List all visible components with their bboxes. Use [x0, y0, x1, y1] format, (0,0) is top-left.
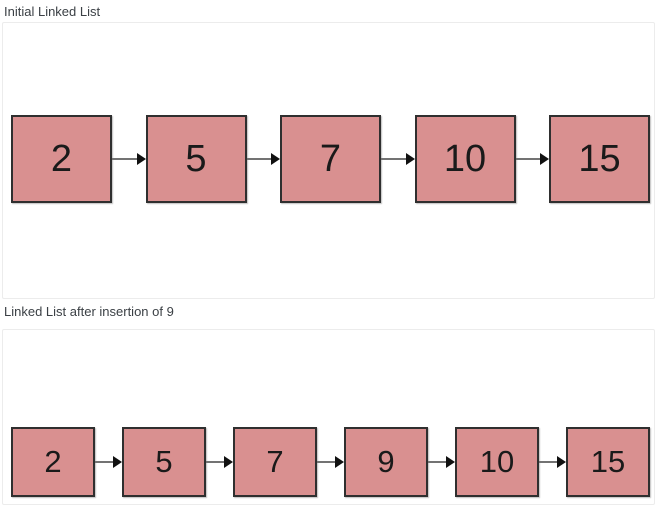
arrow-right-icon	[539, 456, 566, 468]
arrow-right-icon	[206, 456, 233, 468]
list-node: 5	[122, 427, 206, 497]
list-node: 2	[11, 115, 112, 203]
arrow-right-icon	[428, 456, 455, 468]
arrow-right-icon	[246, 153, 280, 165]
arrow-right-icon	[515, 153, 549, 165]
after-insertion-title: Linked List after insertion of 9	[4, 304, 174, 319]
initial-list-title: Initial Linked List	[4, 4, 101, 19]
list-node: 7	[280, 115, 381, 203]
list-node: 10	[455, 427, 539, 497]
initial-list-node-row: 2 5 7 10 15	[11, 115, 650, 203]
initial-list-panel: 2 5 7 10 15	[2, 22, 655, 299]
list-node: 5	[145, 115, 247, 203]
arrow-right-icon	[112, 153, 146, 165]
arrow-right-icon	[317, 456, 344, 468]
list-node: 7	[233, 427, 317, 497]
list-node-inserted: 9	[344, 427, 428, 497]
list-node: 10	[414, 115, 516, 203]
arrow-right-icon	[95, 456, 122, 468]
list-node: 15	[566, 427, 650, 497]
list-node: 2	[11, 427, 95, 497]
after-insertion-panel: 2 5 7 9 10 15	[2, 329, 655, 505]
arrow-right-icon	[381, 153, 415, 165]
list-node: 15	[549, 115, 650, 203]
after-insertion-node-row: 2 5 7 9 10 15	[11, 427, 650, 497]
